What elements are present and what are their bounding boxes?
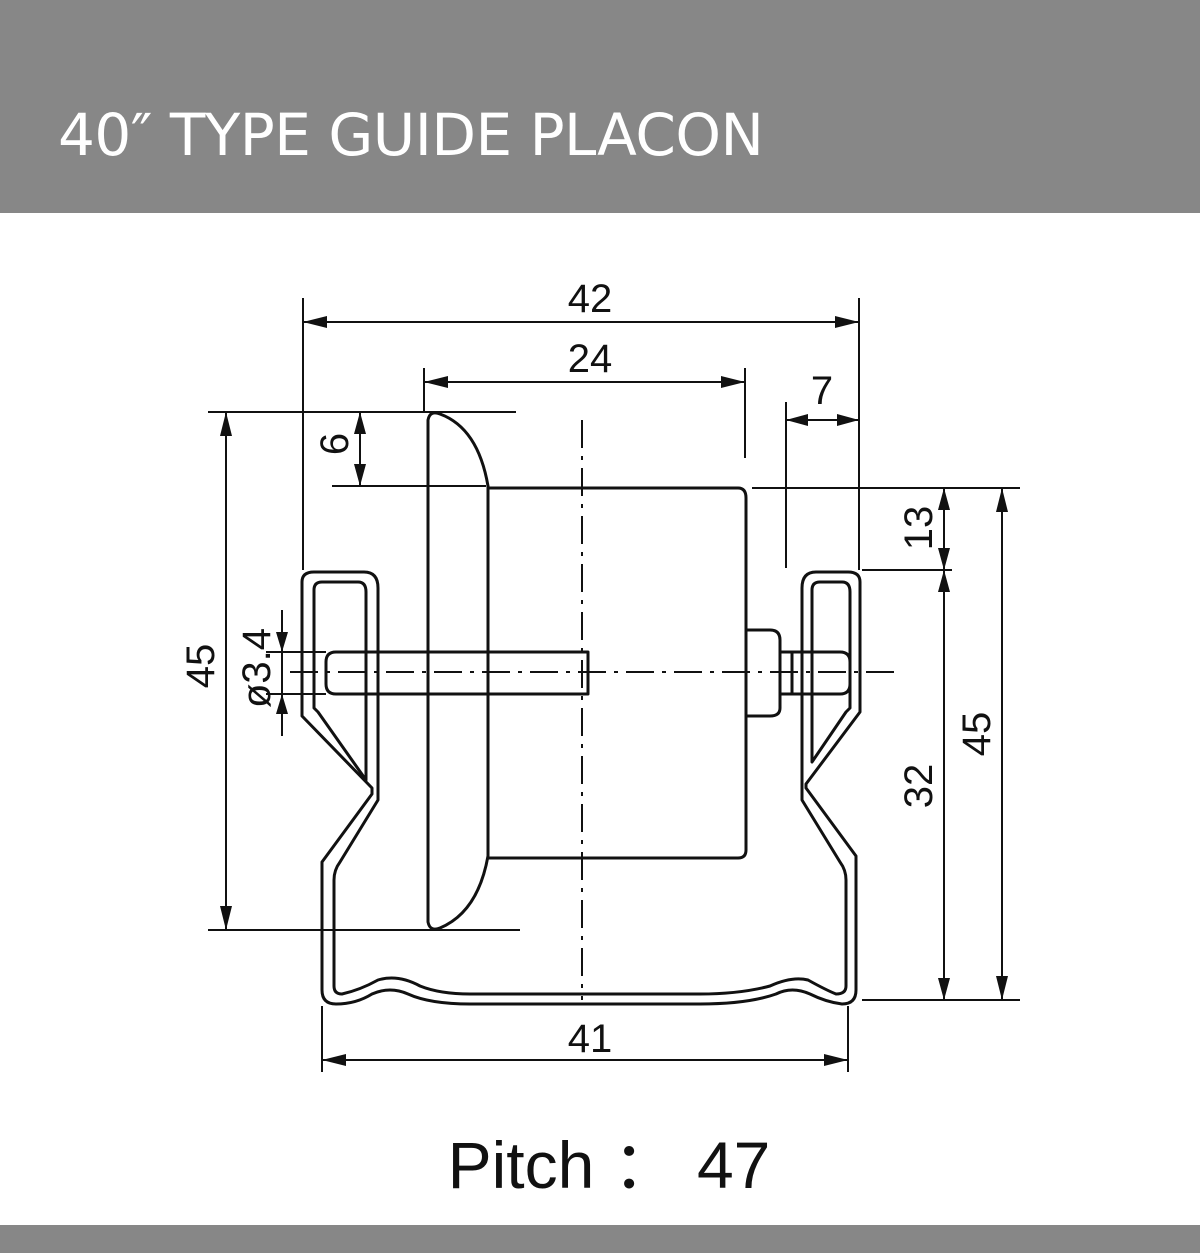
dim-side-gap: 7 (811, 369, 833, 413)
dim-roller-diameter: 45 (179, 644, 223, 689)
roller-hub (744, 628, 782, 718)
page-title: 40″ TYPE GUIDE PLACON (58, 101, 764, 169)
shaft-left (324, 650, 590, 696)
dim-rail-height: 32 (897, 764, 941, 809)
dim-roller-width: 24 (568, 337, 613, 381)
dim-top-offset: 13 (897, 506, 941, 551)
dim-overall-width: 42 (568, 277, 613, 321)
rail-inner (312, 580, 368, 782)
dim-shaft-diameter: ø3.4 (235, 628, 279, 708)
dim-total-height: 45 (955, 712, 999, 757)
rail-inner-right (810, 580, 852, 764)
shaft-right (778, 650, 852, 696)
footer-bar (0, 1225, 1200, 1253)
dim-rail-width: 41 (568, 1017, 613, 1061)
roller-body (486, 486, 748, 860)
header-bar: 40″ TYPE GUIDE PLACON (0, 0, 1200, 213)
dim-flange-step: 6 (313, 433, 357, 455)
rail-outer (300, 570, 862, 1006)
pitch-label: Pitch ： 47 (447, 1128, 771, 1202)
